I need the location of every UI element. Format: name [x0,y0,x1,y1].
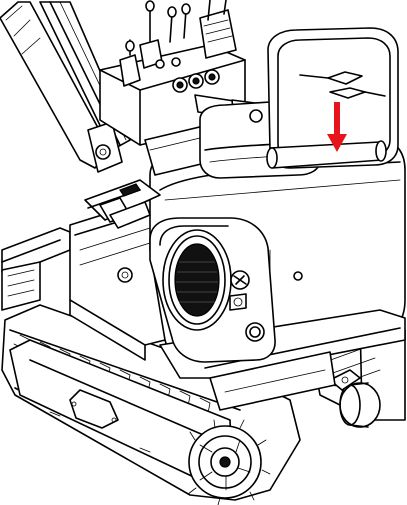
operator-seat [199,27,399,179]
step-footrest [84,179,161,229]
side-cover-panel [149,217,276,363]
arrow-shaft [334,102,340,138]
rear-track-frame [1,227,71,311]
air-intake-grille [174,243,220,317]
arrow-down-icon [327,134,347,152]
callout-arrow [327,102,347,152]
fuel-cap-icon [245,322,265,342]
crawler-track [1,304,301,505]
seat-lever-knob [249,109,263,123]
control-levers [125,0,237,69]
